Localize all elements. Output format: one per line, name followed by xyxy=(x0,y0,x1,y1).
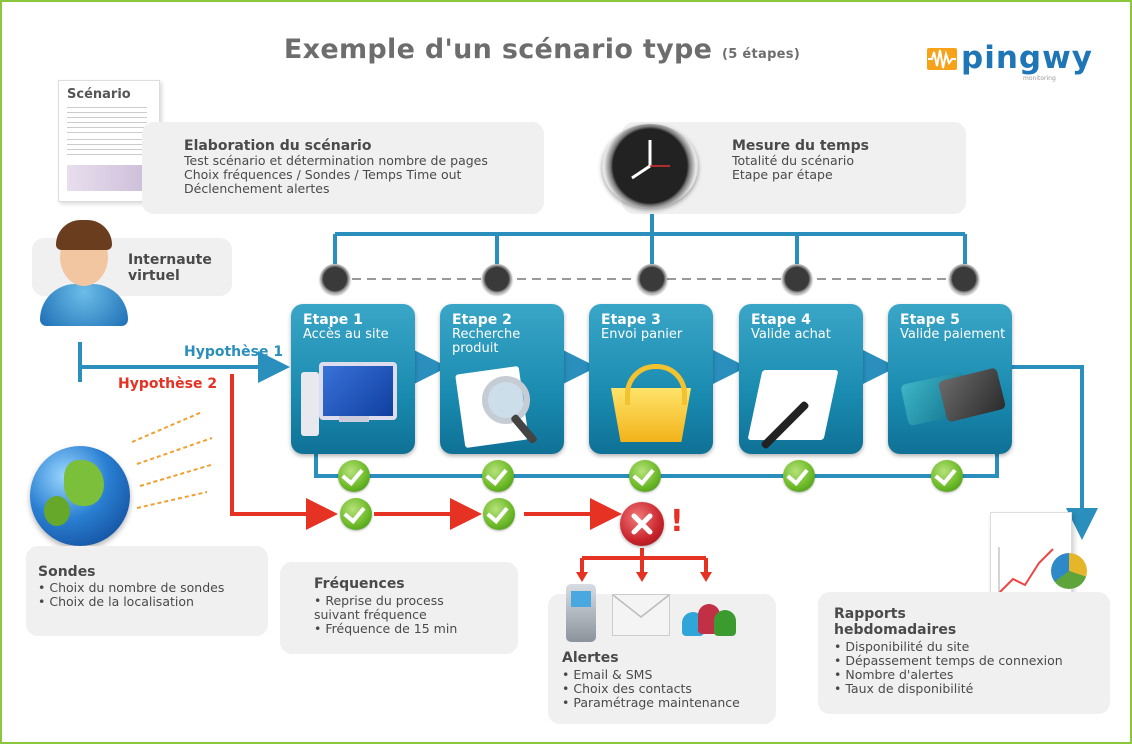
success-check-icon xyxy=(482,460,514,492)
success-check-icon xyxy=(629,460,661,492)
computer-icon xyxy=(319,362,397,420)
success-check-icon xyxy=(340,498,372,530)
step-clock-icon xyxy=(949,264,979,294)
step-clock-icon xyxy=(482,264,512,294)
error-icon xyxy=(620,502,664,546)
success-check-icon xyxy=(483,498,515,530)
clock-branch-line xyxy=(333,202,967,264)
success-check-icon xyxy=(338,460,370,492)
step-clock-icon xyxy=(782,264,812,294)
success-check-icon xyxy=(931,460,963,492)
step-clock-icon xyxy=(320,264,350,294)
step-clock-icon xyxy=(637,264,667,294)
user-avatar-icon xyxy=(38,218,130,326)
report-arrow xyxy=(1012,365,1098,540)
alert-split xyxy=(580,548,708,576)
success-check-icon xyxy=(783,460,815,492)
hypothese-1-line xyxy=(78,342,282,382)
rapports-panel: Rapports hebdomadaires Disponibilité du … xyxy=(818,592,1110,714)
page-title: Exemple d'un scénario type (5 étapes) xyxy=(283,34,801,65)
hypothese-2-line xyxy=(230,374,338,530)
phone-icon xyxy=(566,584,596,642)
sonde-beams xyxy=(131,411,215,509)
contacts-icon xyxy=(678,598,738,638)
hypothese-2-label: Hypothèse 2 xyxy=(118,376,218,392)
hypothese-1-label: Hypothèse 1 xyxy=(184,344,284,360)
frequences-panel: Fréquences Reprise du process suivant fr… xyxy=(280,562,518,654)
envelope-icon xyxy=(612,594,670,636)
globe-icon xyxy=(30,446,130,546)
pen-paper-icon xyxy=(747,370,839,440)
error-mark: ! xyxy=(670,504,684,539)
sondes-panel: Sondes Choix du nombre de sondes Choix d… xyxy=(26,546,268,636)
elaboration-panel: Elaboration du scénario Test scénario et… xyxy=(142,122,544,214)
big-clock-icon xyxy=(602,124,698,208)
logo-wave-icon xyxy=(927,48,957,70)
